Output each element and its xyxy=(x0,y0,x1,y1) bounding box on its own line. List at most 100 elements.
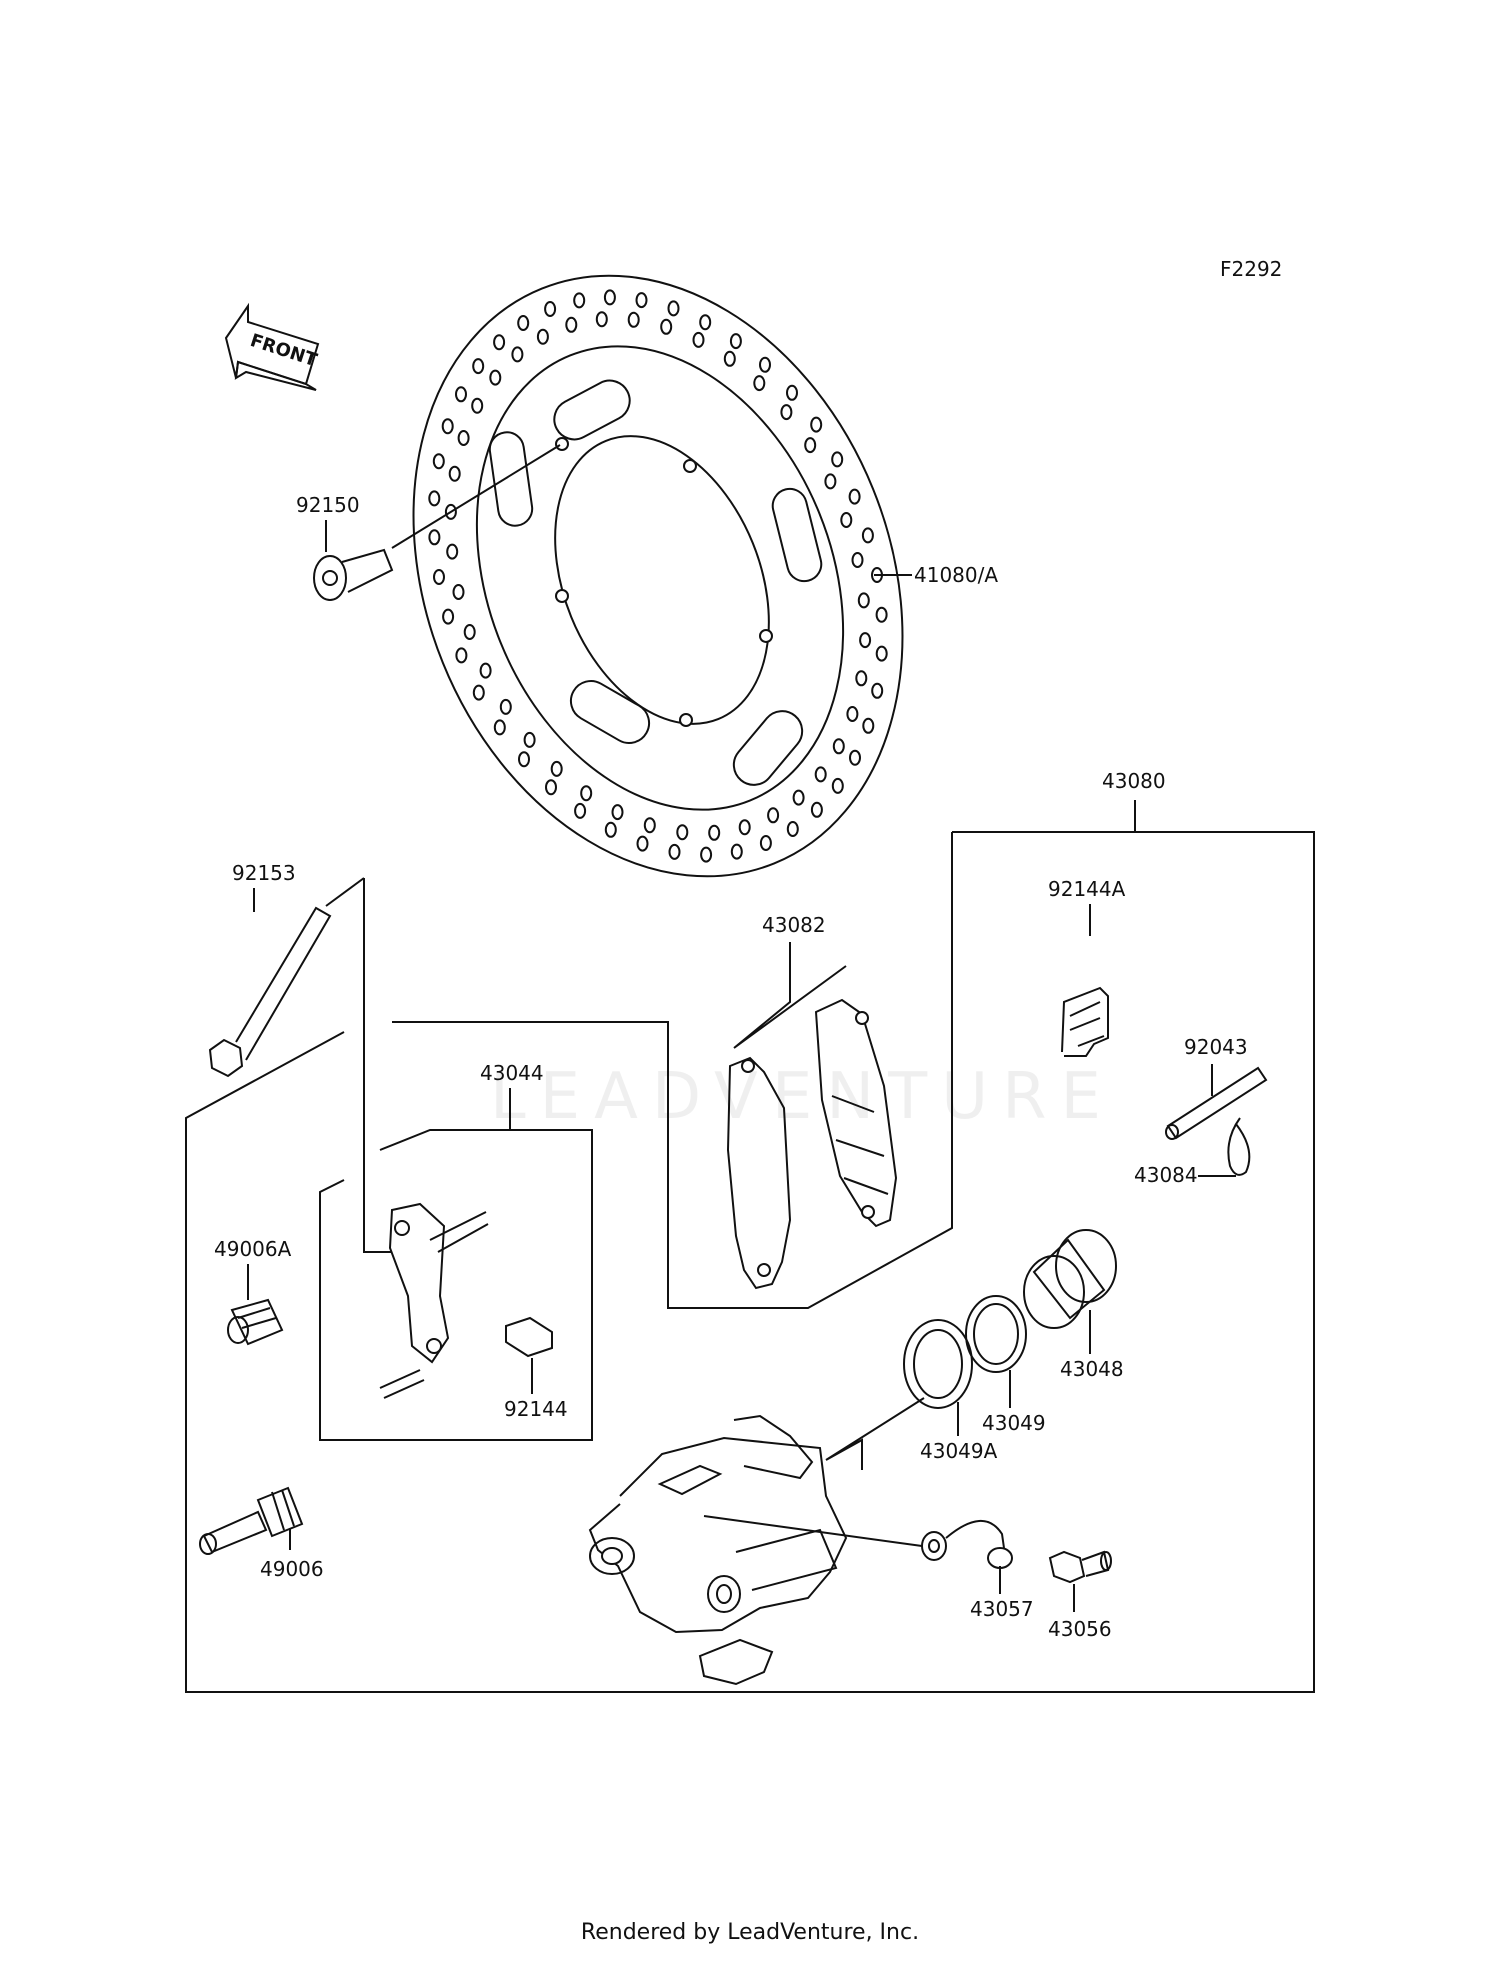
label-92043: 92043 xyxy=(1184,1035,1248,1059)
disc-vent-hole xyxy=(455,386,467,403)
disc-vent-hole xyxy=(441,418,454,435)
frame-43080 xyxy=(185,831,1315,1693)
pad-spring-92144A xyxy=(1061,986,1109,1057)
piston-43048 xyxy=(1023,1229,1117,1329)
disc-vent-hole xyxy=(851,552,864,568)
disc-vent-hole xyxy=(700,846,713,863)
disc-vent-hole xyxy=(804,437,817,454)
disc-vent-hole xyxy=(479,662,492,679)
label-43057: 43057 xyxy=(970,1597,1034,1621)
disc-vent-hole xyxy=(457,430,470,446)
disc-vent-hole xyxy=(849,749,861,766)
disc-vent-hole xyxy=(595,311,608,328)
disc-vent-hole xyxy=(565,316,578,333)
disc-vent-hole xyxy=(574,802,587,819)
disc-vent-hole xyxy=(730,843,743,860)
disc-vent-hole xyxy=(810,416,823,433)
disc-vent-hole xyxy=(859,632,872,649)
disc-vent-hole xyxy=(603,289,616,306)
disc-vent-hole xyxy=(604,821,617,838)
disc-vent-hole xyxy=(708,824,721,841)
disc-vent-hole xyxy=(452,584,465,600)
label-92150: 92150 xyxy=(296,493,360,517)
disc-vent-hole xyxy=(875,645,888,662)
disc-vent-hole xyxy=(636,835,649,852)
pin-clip-43084 xyxy=(1227,1117,1251,1176)
disc-vent-hole xyxy=(759,356,771,373)
disc-vent-hole xyxy=(472,684,485,701)
label-92144A: 92144A xyxy=(1048,877,1126,901)
label-41080A: 41080/A xyxy=(914,563,998,587)
disc-vent-hole xyxy=(729,333,742,350)
disc-vent-hole xyxy=(792,789,805,806)
disc-vent-hole xyxy=(824,473,837,490)
disc-vent-hole xyxy=(862,717,875,734)
disc-vent-hole xyxy=(692,331,705,348)
disc-vent-hole xyxy=(489,369,502,386)
label-43056: 43056 xyxy=(1048,1617,1112,1641)
render-credit: Rendered by LeadVenture, Inc. xyxy=(580,1920,920,1945)
disc-vent-hole xyxy=(723,350,736,367)
disc-vent-hole xyxy=(518,751,530,768)
disc-vent-hole xyxy=(810,801,823,818)
disc-vent-hole xyxy=(786,821,799,837)
label-43084: 43084 xyxy=(1134,1163,1198,1187)
disc-vent-hole xyxy=(471,397,484,414)
disc-vent-hole xyxy=(523,731,536,748)
disc-vent-hole xyxy=(428,529,441,546)
disc-vent-hole xyxy=(493,334,506,351)
disc-vent-hole xyxy=(786,384,798,401)
disc-vent-hole xyxy=(611,804,624,821)
watermark-text: LEADVENTURE xyxy=(490,1060,1115,1134)
disc-vent-hole xyxy=(855,670,868,687)
pad-clip-92144 xyxy=(505,1316,553,1358)
disc-vent-hole xyxy=(580,785,593,802)
dust-seal-43049A xyxy=(903,1319,973,1409)
disc-vent-hole xyxy=(511,346,524,363)
label-43044: 43044 xyxy=(480,1061,544,1085)
bleeder-49006 xyxy=(199,1486,304,1555)
label-49006: 49006 xyxy=(260,1557,324,1581)
disc-vent-hole xyxy=(861,527,874,544)
disc-vent-hole xyxy=(455,647,468,664)
label-92153: 92153 xyxy=(232,861,296,885)
disc-vent-hole xyxy=(753,375,766,392)
label-43049: 43049 xyxy=(982,1411,1046,1435)
disc-vent-hole xyxy=(848,488,861,505)
front-label: FRONT xyxy=(248,330,321,371)
disc-vent-hole xyxy=(840,512,853,528)
label-43082: 43082 xyxy=(762,913,826,937)
disc-vent-hole xyxy=(699,314,712,331)
disc-vent-hole xyxy=(433,569,445,585)
disc-vent-hole xyxy=(536,328,549,345)
caliper-body xyxy=(588,1414,848,1686)
disc-vent-hole xyxy=(667,300,680,317)
disc-vent-hole xyxy=(544,301,557,317)
disc-vent-hole xyxy=(831,451,844,468)
disc-vent-hole xyxy=(635,292,648,309)
bleed-valve-43056 xyxy=(1048,1550,1112,1584)
disc-vent-hole xyxy=(448,465,461,482)
disc-vent-hole xyxy=(767,807,780,824)
disc-vent-hole xyxy=(545,779,557,796)
disc-vent-hole xyxy=(643,817,656,834)
disc-vent-hole xyxy=(446,543,459,560)
disc-vent-hole xyxy=(517,315,530,331)
disc-vent-hole xyxy=(759,835,772,851)
disc-vent-hole xyxy=(780,404,793,421)
label-49006A: 49006A xyxy=(214,1237,292,1261)
brake-disc xyxy=(412,274,904,878)
brake-pads-43082 xyxy=(726,998,898,1290)
frame-43044 xyxy=(319,1129,593,1441)
disc-vent-hole xyxy=(442,608,455,625)
disc-vent-hole xyxy=(463,624,476,640)
pad-pin-92043 xyxy=(1165,1066,1268,1140)
disc-vent-hole xyxy=(627,311,640,328)
disc-vent-hole xyxy=(676,824,689,841)
piston-seal-43049 xyxy=(965,1295,1027,1373)
disc-vent-hole xyxy=(831,777,844,794)
disc-vent-hole xyxy=(573,292,586,309)
disc-vent-hole xyxy=(871,682,884,699)
caliper-bolt-92153 xyxy=(208,877,365,1078)
label-43048: 43048 xyxy=(1060,1357,1124,1381)
